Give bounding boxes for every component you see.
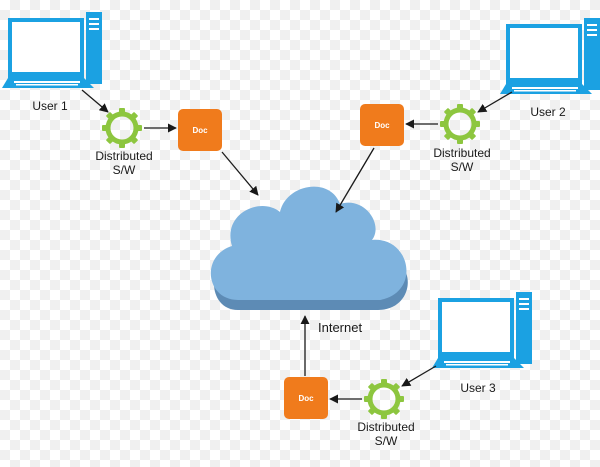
internet-cloud-icon [210, 186, 408, 310]
user-3-label: User 3 [460, 381, 496, 395]
internet-label: Internet [318, 320, 362, 335]
doc-3-box: Doc [284, 377, 328, 419]
doc-1-box: Doc [178, 109, 222, 151]
arrow-user2-to-software [477, 91, 513, 113]
software-3-label-line1: Distributed [357, 420, 414, 434]
arrow-user1-to-software [81, 89, 109, 113]
software-1-gear-icon [102, 108, 142, 148]
user-3-computer-icon [432, 292, 532, 368]
software-1-label-line2: S/W [113, 163, 136, 177]
doc-1-label: Doc [192, 126, 208, 135]
doc-3-label: Doc [298, 394, 314, 403]
user-2-label: User 2 [530, 105, 566, 119]
arrow-doc2-to-cloud [335, 147, 375, 213]
user-1-label: User 1 [32, 99, 68, 113]
arrow-doc1-to-cloud [221, 151, 259, 196]
software-2-gear-icon [440, 104, 480, 144]
doc-2-label: Doc [374, 121, 390, 130]
software-2-label-line2: S/W [451, 160, 474, 174]
software-1-label-line1: Distributed [95, 149, 152, 163]
arrow-user3-to-software [401, 365, 437, 387]
software-2-label-line1: Distributed [433, 146, 490, 160]
doc-2-box: Doc [360, 104, 404, 146]
software-3-label-line2: S/W [375, 434, 398, 448]
user-1-computer-icon [2, 12, 102, 88]
user-2-computer-icon [500, 18, 600, 94]
software-3-gear-icon [364, 379, 404, 419]
